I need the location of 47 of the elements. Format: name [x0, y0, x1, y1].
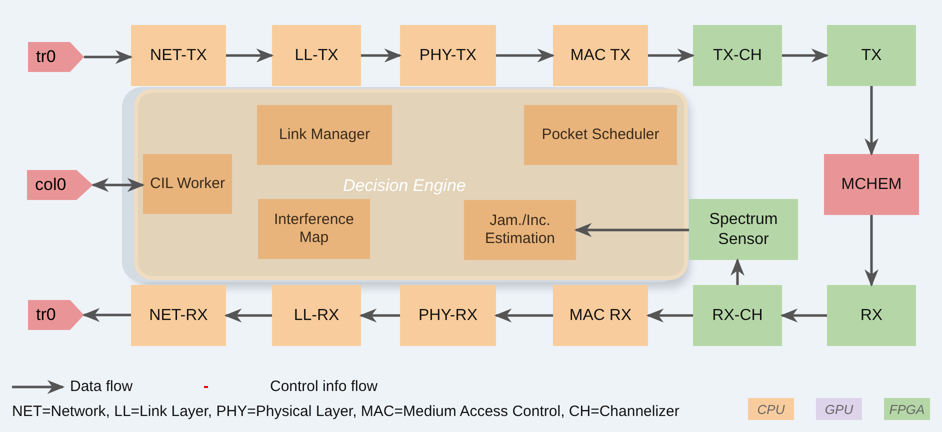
- process-box: CIL Worker: [143, 154, 232, 214]
- arrow: [864, 215, 878, 287]
- process-box: MAC TX: [553, 25, 648, 86]
- arrow: [84, 50, 133, 64]
- abbreviation-note: NET=Network, LL=Link Layer, PHY=Physical Layer, MAC=Medium Access Control, CH=Channelizer: [12, 403, 680, 420]
- process-box: PHY-RX: [400, 285, 496, 346]
- arrow: [91, 178, 145, 192]
- process-box: LL-RX: [272, 285, 361, 346]
- legend-swatch: GPU: [816, 398, 862, 420]
- process-box: RX-CH: [693, 285, 782, 346]
- process-box: RX: [827, 285, 916, 346]
- process-box: Spectrum Sensor: [689, 199, 798, 260]
- process-box: Interference Map: [258, 199, 370, 259]
- process-box: PHY-TX: [400, 25, 496, 86]
- arrow: [730, 258, 744, 285]
- arrow: [359, 308, 400, 322]
- process-box: Jam./Inc. Estimation: [464, 200, 576, 260]
- group-title: Decision Engine: [343, 176, 466, 196]
- arrow: [361, 48, 402, 62]
- process-box: NET-RX: [131, 285, 226, 346]
- arrow: [574, 223, 689, 237]
- arrow: [224, 308, 272, 322]
- legend-swatch: FPGA: [884, 398, 930, 420]
- arrow: [648, 48, 695, 62]
- arrow: [496, 48, 555, 62]
- arrow: [226, 48, 274, 62]
- process-box: Link Manager: [257, 105, 392, 165]
- arrow: [782, 48, 829, 62]
- process-box: NET-TX: [131, 25, 226, 86]
- process-box: LL-TX: [272, 25, 361, 86]
- group-panel: [138, 93, 684, 276]
- legend-text: Data flow: [70, 378, 133, 395]
- arrow: [646, 308, 693, 322]
- terminal-tag: tr0: [28, 300, 84, 330]
- process-box: TX-CH: [693, 25, 782, 86]
- process-box: MAC RX: [553, 285, 648, 346]
- terminal-tag: col0: [27, 170, 93, 200]
- process-box: TX: [827, 25, 916, 86]
- process-box: MCHEM: [824, 154, 919, 215]
- legend-swatch: CPU: [748, 398, 794, 420]
- terminal-tag: tr0: [28, 42, 84, 72]
- legend-text: Control info flow: [270, 378, 378, 395]
- process-box: Pocket Scheduler: [524, 105, 677, 165]
- arrow: [494, 308, 553, 322]
- arrow: [864, 86, 878, 156]
- arrow: [780, 308, 827, 322]
- arrow: [82, 308, 131, 322]
